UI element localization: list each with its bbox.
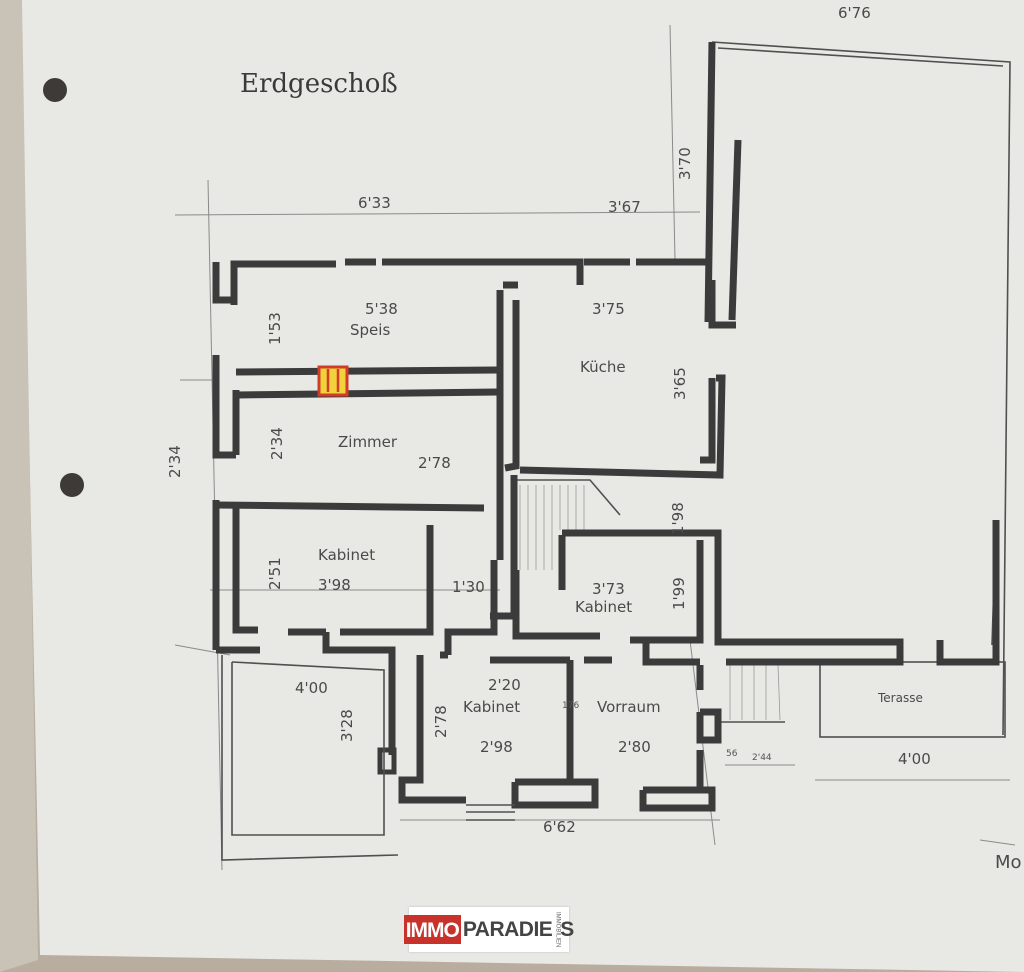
label-terrasse: Terasse [877, 691, 923, 705]
dim-kuche-h: 3'65 [671, 367, 689, 400]
dim-vorraum-w: 2'80 [618, 738, 651, 756]
entrance-steps [466, 804, 515, 821]
brand-logo: IMMO PARADIE IMMOBILIEN S [403, 907, 574, 952]
label-speis: Speis [350, 321, 390, 339]
chimney-marker [317, 365, 349, 397]
dim-kab-b-w: 2'20 [488, 676, 521, 694]
dim-top-width: 6'33 [358, 194, 391, 212]
dim-kab-r-w: 3'73 [592, 580, 625, 598]
label-kuche: Küche [580, 358, 626, 376]
punch-hole-bottom [60, 473, 84, 497]
dimension-labels: 6'33 3'67 6'76 3'70 5'38 3'75 1'53 3'65 … [166, 4, 931, 836]
label-kabinet-right: Kabinet [575, 598, 632, 616]
dim-stair-h: 1'98 [669, 502, 687, 535]
dim-kab-b-h: 2'78 [432, 705, 450, 738]
dim-left-h: 2'34 [166, 445, 184, 478]
room-labels: Speis Küche Zimmer Kabinet Kabinet Kabin… [318, 321, 923, 716]
table-edge [0, 0, 38, 972]
dim-left-bottom-w: 4'00 [295, 679, 328, 697]
logo-immo: IMMO [403, 915, 461, 944]
dim-corridor-w: 1'30 [452, 578, 485, 596]
entry-hatching [720, 664, 785, 723]
dim-kab-h: 2'51 [266, 557, 284, 590]
dim-zimmer-w: 2'78 [418, 454, 451, 472]
dim-kuche-w: 3'75 [592, 300, 625, 318]
walls [212, 41, 1000, 812]
dim-far-right-top: 6'76 [838, 4, 871, 22]
staircase [515, 479, 621, 570]
label-kabinet-bottom: Kabinet [463, 698, 520, 716]
dim-terrasse-w: 4'00 [898, 750, 931, 768]
logo-end: S [560, 917, 575, 941]
dim-kab-b-w2: 2'98 [480, 738, 513, 756]
dim-left-bottom-h: 3'28 [338, 709, 356, 742]
dim-speis-h: 1'53 [266, 312, 284, 345]
dim-top-right: 3'67 [608, 198, 641, 216]
label-zimmer: Zimmer [338, 433, 398, 451]
dim-door-176: 176 [562, 701, 579, 711]
logo-sub: IMMOBILIEN [554, 911, 561, 948]
label-vorraum: Vorraum [597, 698, 661, 716]
lower-left-outer [221, 655, 399, 861]
plan-title: Erdgeschoß [240, 69, 398, 99]
dim-bottom-w: 6'62 [543, 818, 576, 836]
dim-kab-r-h: 1'99 [670, 577, 688, 610]
edge-mark: Mo [995, 852, 1022, 873]
dim-zimmer-h: 2'34 [268, 427, 286, 460]
dim-right-244: 2'44 [752, 753, 772, 763]
punch-hole-top [43, 78, 67, 102]
dim-vert-right: 3'70 [676, 147, 694, 180]
logo-paradies: PARADIE [462, 917, 553, 941]
dim-kab-w: 3'98 [318, 576, 351, 594]
dim-speis-w: 5'38 [365, 300, 398, 318]
lower-left-room [231, 661, 385, 836]
dim-right-56: 56 [726, 749, 738, 759]
label-kabinet-left: Kabinet [318, 546, 375, 564]
